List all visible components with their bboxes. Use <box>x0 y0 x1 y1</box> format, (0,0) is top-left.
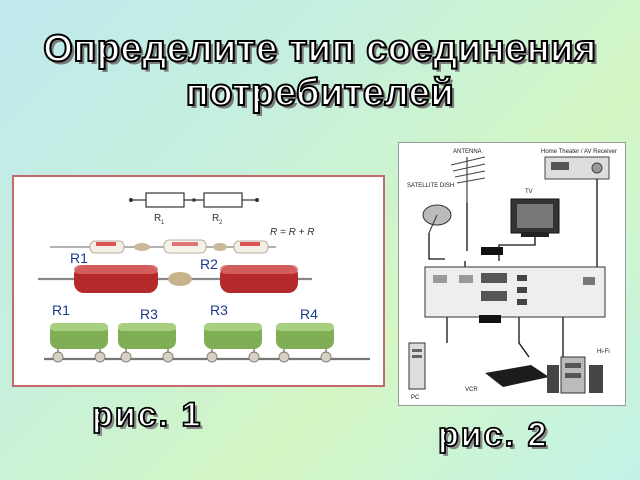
label-r1-red: R1 <box>70 250 88 266</box>
label-r1-green: R1 <box>52 302 70 318</box>
resistor-illustration: R 1 R 2 R = R + R R1 R2 <box>38 192 370 363</box>
small-resistors-row <box>50 239 276 254</box>
label-r3-green-b: R3 <box>210 302 228 318</box>
label-receiver: Home Theater / AV Receiver <box>541 149 617 155</box>
series-schematic: R 1 R 2 <box>129 192 259 226</box>
label-r3-green-a: R3 <box>140 306 158 322</box>
schematic-label-r1: R <box>154 213 161 224</box>
hifi-icon: Hi-Fi <box>547 349 610 394</box>
page-title-line-2: потребителей <box>185 71 455 115</box>
figure-2-av-wiring: ANTENNA Home Theater / AV Receiver SATEL… <box>398 142 626 406</box>
green-resistors-row: R1 R3 R3 R4 <box>44 302 370 363</box>
antenna-icon: ANTENNA <box>450 149 486 203</box>
figure-1-resistors: R 1 R 2 R = R + R R1 R2 <box>12 175 385 387</box>
label-r2-red: R2 <box>200 256 218 272</box>
label-hifi: Hi-Fi <box>597 349 610 355</box>
label-pc: PC <box>411 395 420 401</box>
label-r4-green: R4 <box>300 306 318 322</box>
figure-1-caption: рис. 1 <box>91 395 203 435</box>
av-switch-box-icon <box>424 266 606 318</box>
schematic-label-r2: R <box>212 213 219 224</box>
red-resistors-series: R1 R2 <box>38 250 312 293</box>
svg-text:1: 1 <box>161 220 165 226</box>
label-tv: TV <box>525 189 533 195</box>
series-resistance-formula: R = R + R <box>270 227 314 238</box>
label-antenna: ANTENNA <box>453 149 482 155</box>
av-receiver-icon: Home Theater / AV Receiver <box>541 149 617 180</box>
tv-icon: TV <box>510 189 560 237</box>
av-wiring-illustration: ANTENNA Home Theater / AV Receiver SATEL… <box>407 149 617 401</box>
satellite-dish-icon: SATELLITE DISH <box>407 183 454 234</box>
figure-2-caption: рис. 2 <box>437 415 549 455</box>
label-satellite: SATELLITE DISH <box>407 183 454 189</box>
label-vcr: VCR <box>465 387 478 393</box>
vcr-icon: VCR <box>465 365 549 393</box>
page-title-line-1: Определите тип соединения <box>42 27 597 71</box>
svg-text:2: 2 <box>219 220 223 226</box>
pc-icon: PC <box>408 342 426 401</box>
